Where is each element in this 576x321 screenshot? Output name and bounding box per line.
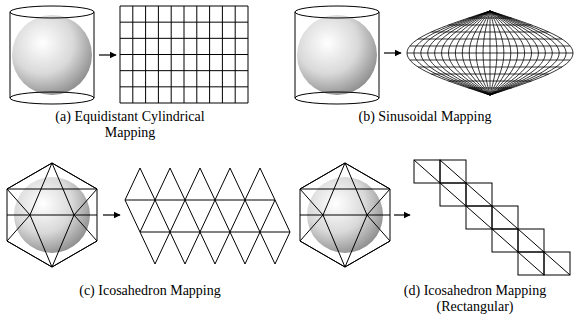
net-edge	[155, 200, 170, 232]
net-edge	[125, 200, 140, 232]
net-edge	[260, 200, 275, 232]
parallel-line	[410, 46, 570, 47]
net-diagonal	[492, 206, 518, 229]
cylinder-sphere	[10, 6, 94, 104]
rectangular-net	[414, 160, 570, 275]
parallel-line	[418, 67, 562, 68]
net-diagonal	[492, 229, 518, 252]
net-edge	[215, 168, 230, 200]
net-edge	[140, 232, 290, 233]
net-edge	[155, 168, 170, 200]
net-edge	[275, 232, 290, 264]
net-edge	[125, 200, 275, 201]
sinusoidal-grid	[407, 11, 573, 95]
net-cell	[518, 252, 544, 275]
net-edge	[230, 168, 245, 200]
net-edge	[170, 232, 185, 264]
parallel-line	[449, 81, 532, 82]
net-diagonal	[466, 183, 492, 206]
net-cell	[492, 229, 518, 252]
net-edge	[140, 232, 155, 264]
net-edge	[140, 200, 155, 232]
panel-caption: (d) Icosahedron Mapping (Rectangular)	[385, 283, 565, 315]
net-diagonal	[518, 252, 544, 275]
icosahedron-sphere	[300, 163, 390, 267]
net-cell	[544, 252, 570, 275]
panel-caption: (c) Icosahedron Mapping	[45, 283, 255, 299]
net-diagonal	[414, 160, 440, 183]
net-edge	[200, 168, 215, 200]
rect-grid	[120, 6, 248, 103]
mapping-arrow	[103, 214, 120, 215]
parallel-line	[431, 74, 548, 75]
net-cell	[466, 183, 492, 206]
grid-line	[120, 6, 248, 7]
cylinder-sphere	[295, 6, 379, 104]
net-edge	[260, 232, 275, 264]
net-edge	[185, 232, 200, 264]
net-diagonal	[440, 183, 466, 206]
net-edge	[185, 200, 200, 232]
net-diagonal	[440, 160, 466, 183]
net-edge	[155, 232, 170, 264]
panel-caption: (a) Equidistant Cylindrical Mapping	[30, 109, 230, 141]
grid-line	[120, 86, 248, 87]
net-cell	[440, 183, 466, 206]
net-edge	[230, 200, 245, 232]
net-cell	[440, 160, 466, 183]
net-cell	[518, 229, 544, 252]
net-edge	[185, 168, 200, 200]
net-edge	[245, 232, 260, 264]
parallel-line	[431, 32, 548, 33]
net-cell	[414, 160, 440, 183]
net-edge	[170, 168, 185, 200]
grid-line	[120, 38, 248, 39]
net-diagonal	[466, 206, 492, 229]
net-cell	[466, 206, 492, 229]
mapping-arrow	[99, 54, 116, 55]
net-diagonal	[518, 229, 544, 252]
net-edge	[230, 232, 245, 264]
net-edge	[140, 168, 155, 200]
parallel-line	[418, 39, 562, 40]
mapping-arrow	[384, 52, 401, 53]
net-edge	[245, 168, 260, 200]
net-edge	[215, 200, 230, 232]
parallel-line	[469, 18, 512, 19]
parallel-line	[407, 53, 573, 54]
grid-line	[120, 103, 248, 104]
grid-line	[120, 22, 248, 23]
panel-caption: (b) Sinusoidal Mapping	[320, 109, 530, 125]
triangle-net	[125, 168, 290, 264]
net-edge	[215, 232, 230, 264]
net-edge	[125, 168, 140, 200]
grid-line	[120, 70, 248, 71]
net-edge	[200, 232, 215, 264]
parallel-line	[410, 60, 570, 61]
parallel-line	[449, 25, 532, 26]
net-edge	[245, 200, 260, 232]
parallel-line	[469, 88, 512, 89]
mapping-arrow	[394, 214, 410, 215]
net-edge	[170, 200, 185, 232]
net-edge	[200, 200, 215, 232]
net-edge	[275, 200, 290, 232]
grid-line	[120, 54, 248, 55]
net-edge	[260, 168, 275, 200]
icosahedron-sphere	[7, 163, 97, 267]
net-cell	[492, 206, 518, 229]
net-diagonal	[544, 252, 570, 275]
